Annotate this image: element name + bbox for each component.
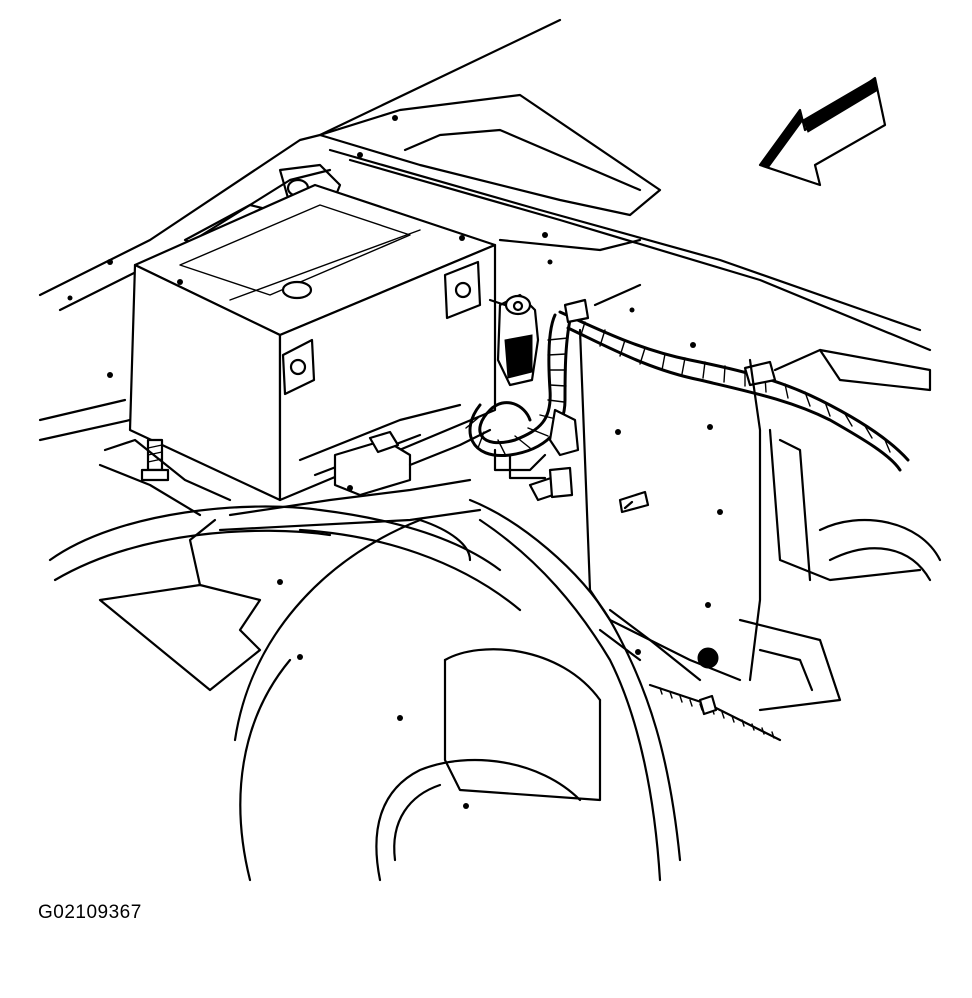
inner-fender-panel	[578, 328, 942, 712]
figure-id-label: G02109367	[38, 902, 142, 923]
hold-down-bolt	[98, 438, 232, 517]
battery	[128, 183, 497, 502]
wheelhouse	[48, 498, 682, 882]
hold-down-clamp	[218, 428, 492, 532]
upper-body-panels	[38, 18, 932, 442]
lower-frame-rail	[598, 608, 782, 742]
fender-bolts	[528, 307, 723, 608]
positive-terminal-cap	[488, 293, 540, 387]
forward-arrow-icon	[758, 76, 887, 187]
